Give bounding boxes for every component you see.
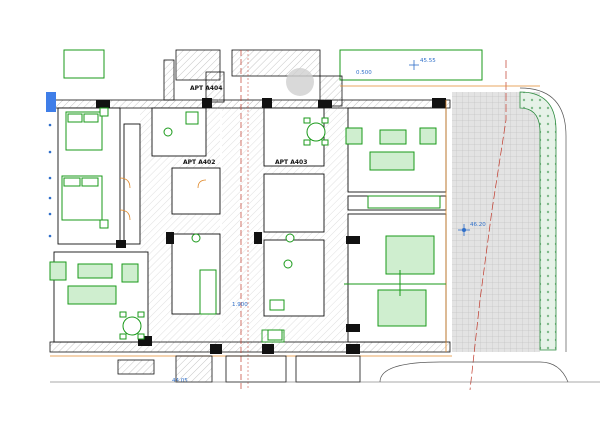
boundary-line [469,60,507,391]
outdoor-table-2 [377,289,427,327]
columns [96,98,446,354]
level-marker-icon [409,60,419,70]
top-zone [63,49,483,96]
dining-table-2 [306,122,326,142]
outdoor-table-1 [385,235,435,275]
furniture [49,107,446,341]
sofa-2 [67,285,117,305]
compass-marker-icon [458,224,470,236]
tree-canopy [286,68,314,96]
dim-0500: 0.500 [356,70,372,76]
dining-table-1 [122,316,142,336]
label-apt-a402: APT A402 [183,159,215,166]
sofa-1 [77,263,113,279]
sofa-3 [369,151,415,171]
label-apt-a404: APT A404 [190,85,222,92]
dim-4555: 45.55 [420,58,436,64]
terrace-paving [452,92,540,352]
dim-1900: 1.900 [232,302,248,308]
left-markers [48,123,52,238]
dim-4620: 46.20 [470,222,486,228]
planter-strip [519,91,557,351]
section-tag[interactable] [46,92,56,112]
label-apt-a403: APT A403 [275,159,307,166]
bottom-zone [50,329,600,383]
